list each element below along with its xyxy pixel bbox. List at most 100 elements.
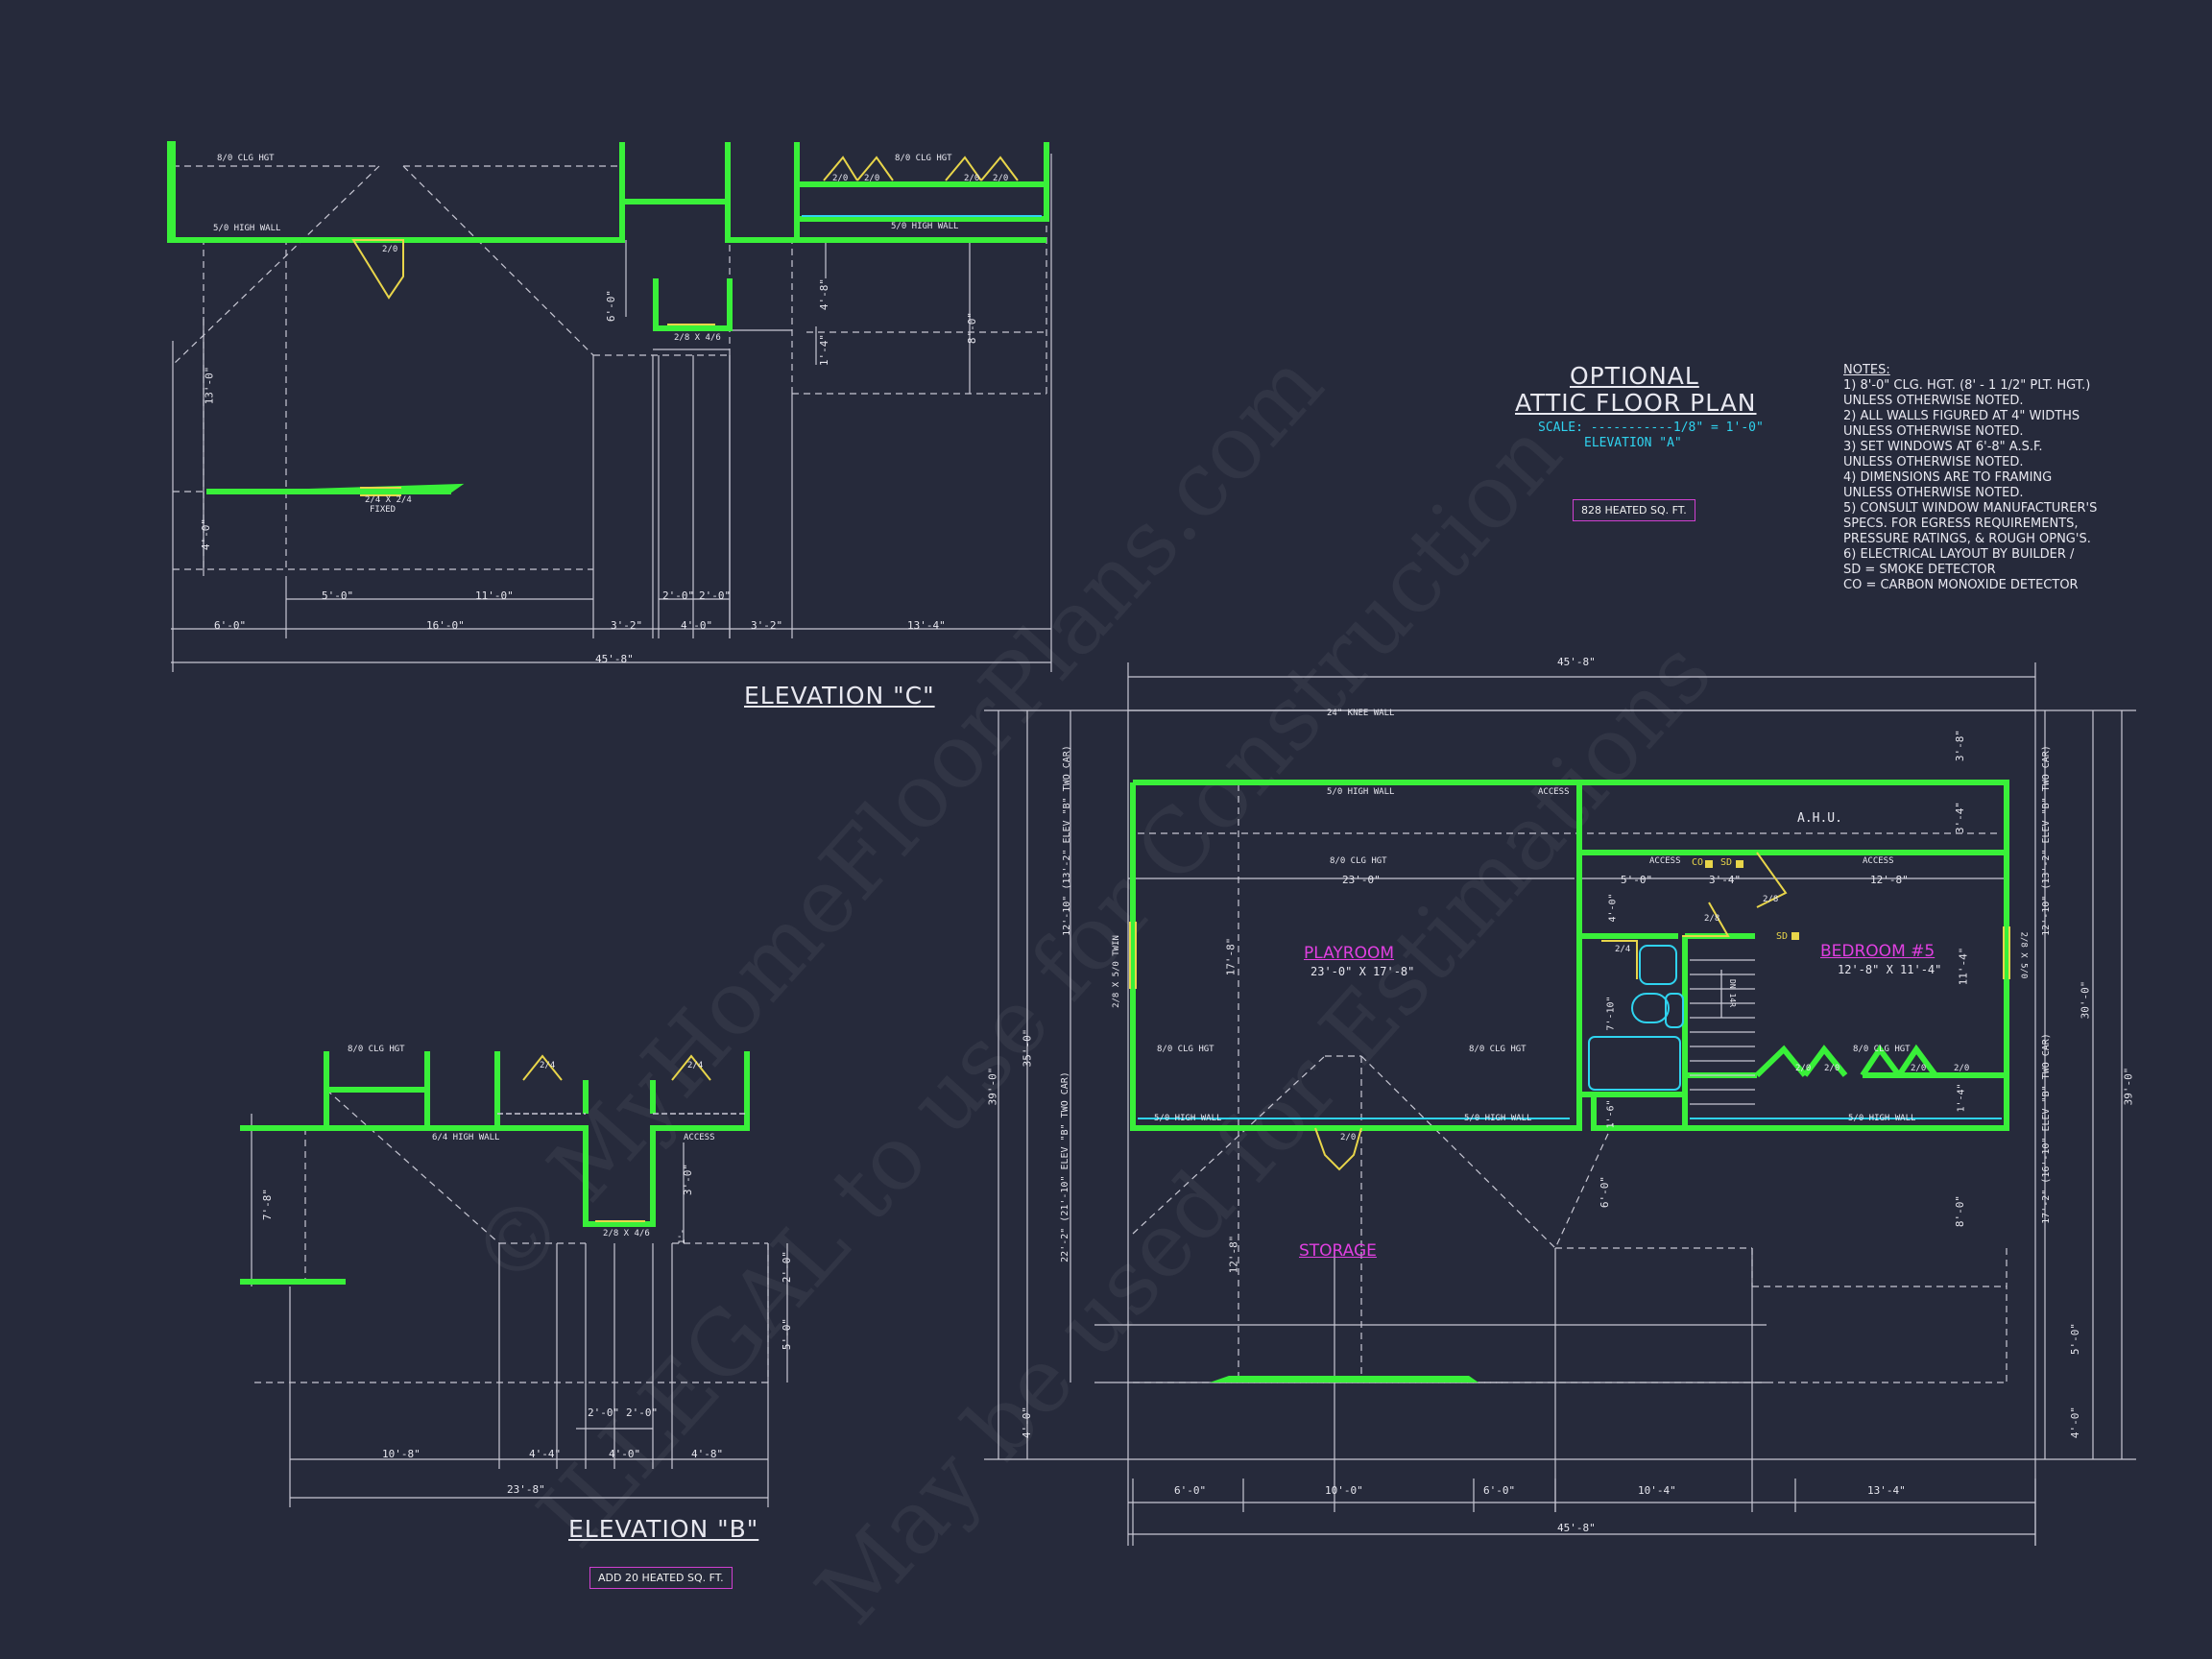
elev-b-window-3: 2/8 X 4/6 <box>603 1229 650 1238</box>
notes-line: CO = CARBON MONOXIDE DETECTOR <box>1843 578 2079 592</box>
plan-clg-right: 8/0 CLG HGT <box>1853 1045 1911 1054</box>
plan-sd-2: SD <box>1776 931 1789 942</box>
notes-line: UNLESS OTHERWISE NOTED. <box>1843 486 2024 500</box>
plan-bottom-dim: 10'-0" <box>1325 1484 1363 1497</box>
elev-c-dim: 3'-2" <box>751 619 783 632</box>
notes-line: UNLESS OTHERWISE NOTED. <box>1843 455 2024 469</box>
notes-line: 6) ELECTRICAL LAYOUT BY BUILDER / <box>1843 547 2075 562</box>
plan-vdim: 1'-4" <box>1956 1083 1967 1113</box>
plan-window-20-3: 2/0 <box>1911 1064 1927 1073</box>
elev-c-dim: 13'-4" <box>907 619 946 632</box>
stairs <box>1690 959 1755 1119</box>
elev-b-dim-total: 23'-8" <box>507 1483 545 1496</box>
elev-b-dim: 4'-8" <box>691 1448 724 1460</box>
plan-dim: 5'-0" <box>1621 874 1653 886</box>
elevation-c-windows <box>351 156 1019 496</box>
floor-plan-walls <box>1130 780 2009 1131</box>
elev-b-vdim: 1'- <box>678 1228 688 1245</box>
plan-vdim: 8'-0" <box>1954 1194 1967 1228</box>
notes-line: 4) DIMENSIONS ARE TO FRAMING <box>1843 470 2053 485</box>
plan-vdim: 39'-0" <box>2122 1067 2135 1106</box>
elev-c-window-3-fixed: FIXED <box>370 505 397 515</box>
notes-line: 5) CONSULT WINDOW MANUFACTURER'S <box>1843 501 2098 516</box>
plan-vdim: 3'-4" <box>1954 801 1967 834</box>
elev-c-window-20-b: 2/0 <box>864 174 880 183</box>
elev-c-clg-1: 8/0 CLG HGT <box>217 154 275 163</box>
plan-bottom-dim: 10'-4" <box>1638 1484 1676 1497</box>
plan-stairs: DN 14R <box>1727 979 1737 1007</box>
elev-c-vdim: 4'-0" <box>200 517 213 551</box>
floor-plan-details <box>1129 852 2010 1171</box>
plan-access-2: ACCESS <box>1649 856 1681 866</box>
elev-b-window-2: 2/4 <box>687 1061 704 1070</box>
plan-window-right: 2/8 X 5/0 <box>2018 931 2029 979</box>
elev-b-dim: 4'-4" <box>529 1448 562 1460</box>
plan-dim: 12'-8" <box>1870 874 1909 886</box>
plan-vdim: 30'-0" <box>2079 980 2092 1020</box>
plan-vdim: 11'-4" <box>1957 947 1970 986</box>
elev-c-dim: 16'-0" <box>426 619 465 632</box>
plan-vdim: 4'-0" <box>1021 1406 1034 1439</box>
plan-vdim: 7'-10" <box>1605 996 1617 1031</box>
plan-elevation-label: ELEVATION "A" <box>1584 436 1682 450</box>
plan-vdim-right-a: 12'-10" (13'-2" ELEV "B" TWO CAR) <box>2040 745 2052 936</box>
plan-window-bottom: 2/0 <box>1340 1133 1357 1142</box>
elev-c-window-3: 2/4 X 2/4 <box>365 495 412 505</box>
elev-c-vdim: 6'-0" <box>605 289 618 323</box>
plan-door-3: 2/4 <box>1615 945 1631 954</box>
notes-line: SD = SMOKE DETECTOR <box>1843 563 1996 577</box>
heated-sqft-badge: 828 HEATED SQ. FT. <box>1573 499 1695 521</box>
plan-window-20-1: 2/0 <box>1795 1064 1812 1073</box>
plan-window-20-4: 2/0 <box>1954 1064 1970 1073</box>
co-detector-icon <box>1705 860 1713 868</box>
elevation-b-title: ELEVATION "B" <box>568 1515 759 1543</box>
plan-vdim: 4'-0" <box>2069 1406 2082 1439</box>
plan-dim: 23'-0" <box>1342 874 1381 886</box>
elev-c-window-1: 2/0 <box>382 245 398 254</box>
smoke-detector-icon <box>1736 860 1743 868</box>
plan-vdim: 4'-0" <box>1607 893 1619 923</box>
elev-c-dim: 6'-0" <box>214 619 247 632</box>
elevation-b-drawing <box>251 1089 788 1507</box>
plan-scale: SCALE: -----------1/8" = 1'-0" <box>1538 421 1764 435</box>
plan-bottom-dim-total: 45'-8" <box>1557 1522 1596 1534</box>
plan-wall-top: 5/0 HIGH WALL <box>1327 787 1395 797</box>
elev-c-dim: 3'-2" <box>611 619 643 632</box>
plan-vdim: 35'-0" <box>1021 1028 1034 1068</box>
plan-wall-bottom-mid: 5/0 HIGH WALL <box>1464 1114 1532 1123</box>
plan-title: ATTIC FLOOR PLAN <box>1515 389 1757 417</box>
elevation-c-drawing <box>171 154 1052 672</box>
notes-line: SPECS. FOR EGRESS REQUIREMENTS, <box>1843 517 2079 531</box>
notes-line: 1) 8'-0" CLG. HGT. (8' - 1 1/2" PLT. HGT… <box>1843 378 2091 393</box>
elev-b-dim: 4'-0" <box>609 1448 641 1460</box>
notes-line: 2) ALL WALLS FIGURED AT 4" WIDTHS <box>1843 409 2080 423</box>
elev-b-dim: 2'-0" <box>626 1407 659 1419</box>
elev-b-vdim: 7'-8" <box>261 1188 275 1221</box>
elevation-b-walls <box>240 1051 750 1285</box>
plan-dim: 3'-4" <box>1709 874 1742 886</box>
plan-bottom-wall <box>1210 1376 1479 1382</box>
plan-wall-bottom-right: 5/0 HIGH WALL <box>1848 1114 1916 1123</box>
elev-c-window-2: 2/8 X 4/6 <box>674 333 721 343</box>
plan-vdim: 1'-6" <box>1605 1099 1617 1129</box>
room-storage: STORAGE <box>1299 1241 1377 1261</box>
notes-heading: NOTES: <box>1843 363 1890 377</box>
elev-c-window-20-a: 2/0 <box>832 174 849 183</box>
plan-vdim-left-a: 12'-10" (13'-2" ELEV "B" TWO CAR) <box>1061 745 1072 936</box>
plan-vdim: 39'-0" <box>986 1067 999 1106</box>
elev-c-dim: 4'-0" <box>681 619 713 632</box>
room-bedroom: BEDROOM #5 <box>1820 942 1936 961</box>
elev-c-dim: 2'-0" <box>699 589 732 602</box>
elev-c-vdim: 1'-4" <box>818 333 831 367</box>
elev-c-vdim: 4'-8" <box>818 277 831 311</box>
plan-window-20-2: 2/0 <box>1824 1064 1840 1073</box>
elev-b-vdim: 3'-0" <box>682 1163 695 1196</box>
notes-line: 3) SET WINDOWS AT 6'-8" A.S.F. <box>1843 440 2043 454</box>
plan-bottom-dim: 6'-0" <box>1174 1484 1207 1497</box>
plan-vdim: 5'-0" <box>2069 1322 2082 1356</box>
elev-b-wall: 6/4 HIGH WALL <box>432 1133 500 1142</box>
plan-dim-top-total: 45'-8" <box>1557 656 1596 668</box>
floor-plan-drawing <box>984 662 2136 1546</box>
elev-b-vdim: 2'-0" <box>781 1250 794 1284</box>
